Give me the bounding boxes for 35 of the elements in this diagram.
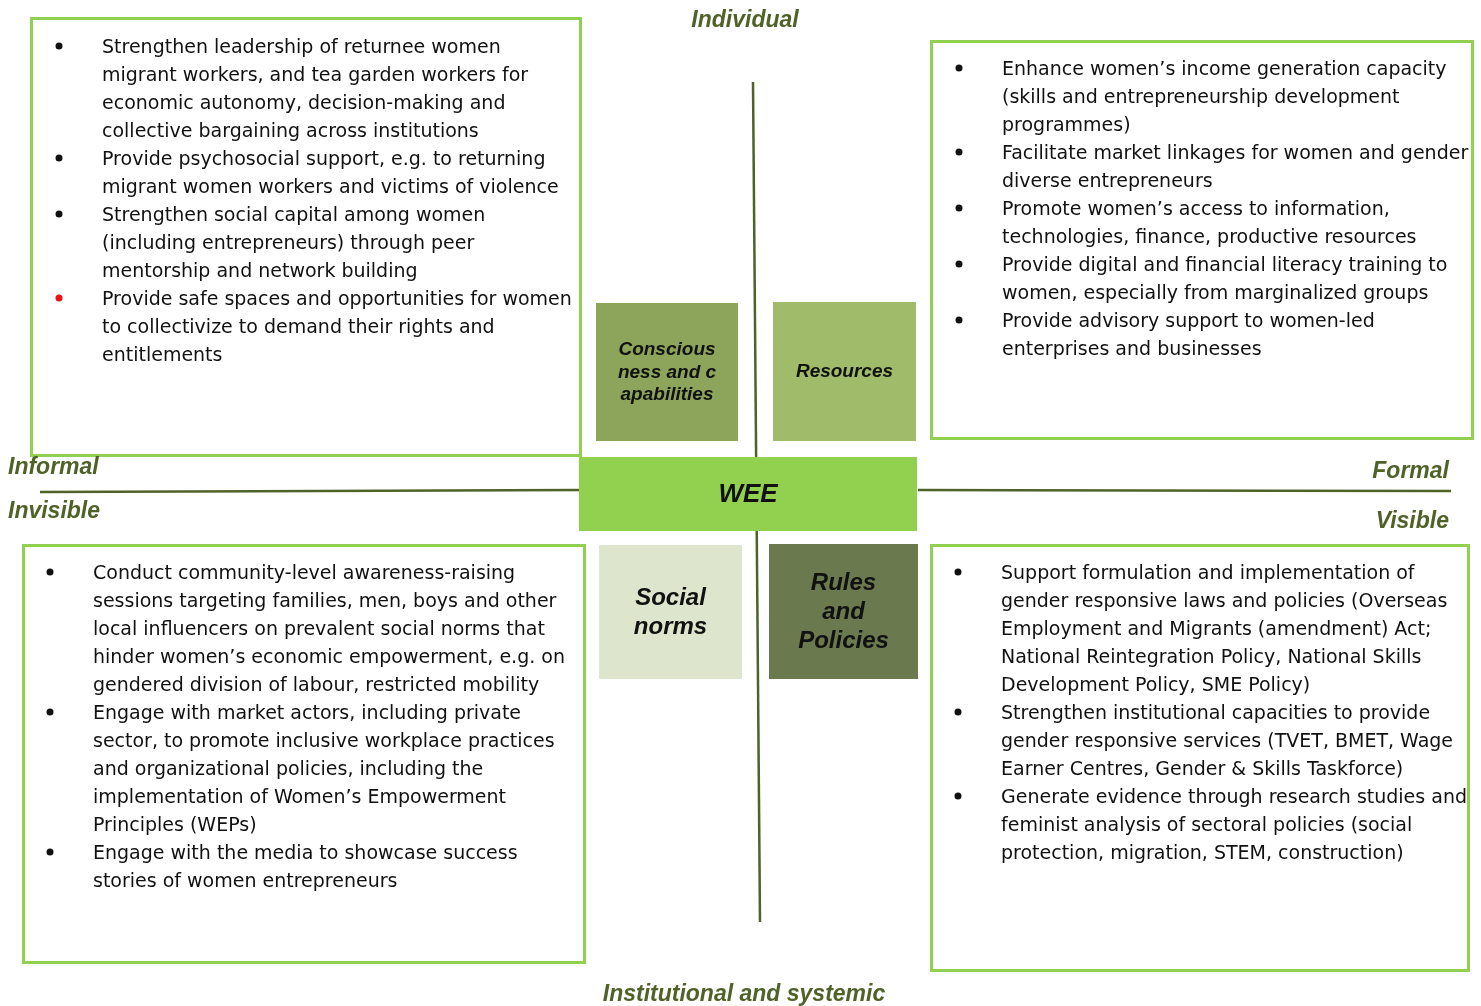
text-panel — [22, 544, 586, 964]
bullet-item: Generate evidence through research studies and feminist analysis of sectoral policies (social protection, migration, STEM, construction) — [1001, 782, 1467, 866]
tile-label: WEE — [718, 478, 778, 510]
bullet-item: Provide safe spaces and opportunities for women to collectivize to demand their rights and entitlements — [102, 284, 579, 368]
bullet-item: Provide advisory support to women-led enterprises and businesses — [1002, 306, 1471, 362]
bullet-item: Strengthen social capital among women (including entrepreneurs) through peer mentorship and network building — [102, 200, 579, 284]
tile-label: Resources — [795, 360, 894, 383]
bullet-item: Engage with the media to showcase success stories of women entrepreneurs — [93, 838, 583, 894]
quadrant-tile — [599, 545, 742, 679]
text-panel — [30, 17, 582, 457]
bullet-item: Conduct community-level awareness-raising sessions targeting families, men, boys and other local influencers on prevalent social norms that hinder women’s economic empowerment, e.g. on gendered division of labour, restricted mobility — [93, 558, 583, 698]
bullet-item: Provide digital and financial literacy training to women, especially from marginalized groups — [1002, 250, 1471, 306]
quadrant-tile — [596, 303, 738, 441]
axis-label: Invisible — [8, 497, 101, 524]
axis-label: Formal — [1372, 457, 1449, 484]
quadrant-tile — [579, 457, 917, 531]
tile-label: Consciousness and capabilities — [617, 337, 717, 407]
bullet-item: Engage with market actors, including private sector, to promote inclusive workplace practices and organizational policies, including the implementation of Women’s Empowerment Principles (WEPs) — [93, 698, 583, 838]
bullet-item: Strengthen leadership of returnee women migrant workers, and tea garden workers for economic autonomy, decision-making and collective bargaining across institutions — [102, 32, 579, 144]
tile-label: Social norms — [632, 583, 709, 641]
axis-label: Individual — [691, 6, 799, 33]
bullet-item: Strengthen institutional capacities to provide gender responsive services (TVET, BMET, Wage Earner Centres, Gender & Skills Taskforce) — [1001, 698, 1467, 782]
bullet-item: Facilitate market linkages for women and gender diverse entrepreneurs — [1002, 138, 1471, 194]
axis-label: Informal — [8, 453, 99, 480]
tile-label: Rules and Policies — [797, 568, 890, 655]
text-panel — [930, 544, 1470, 972]
bullet-item: Provide psychosocial support, e.g. to returning migrant women workers and victims of violence — [102, 144, 579, 200]
quadrant-tile — [769, 544, 918, 679]
bullet-item: Enhance women’s income generation capacity (skills and entrepreneurship development programmes) — [1002, 54, 1471, 138]
axis-label: Institutional and systemic — [602, 980, 886, 1006]
bullet-item: Support formulation and implementation of gender responsive laws and policies (Overseas Employment and Migrants (amendment) Act; National Reintegration Policy, National Skills Development Policy, SME Policy) — [1001, 558, 1467, 698]
quadrant-tile — [773, 302, 916, 441]
axis-label: Visible — [1375, 507, 1449, 534]
text-panel — [930, 40, 1474, 440]
bullet-item: Promote women’s access to information, technologies, finance, productive resources — [1002, 194, 1471, 250]
